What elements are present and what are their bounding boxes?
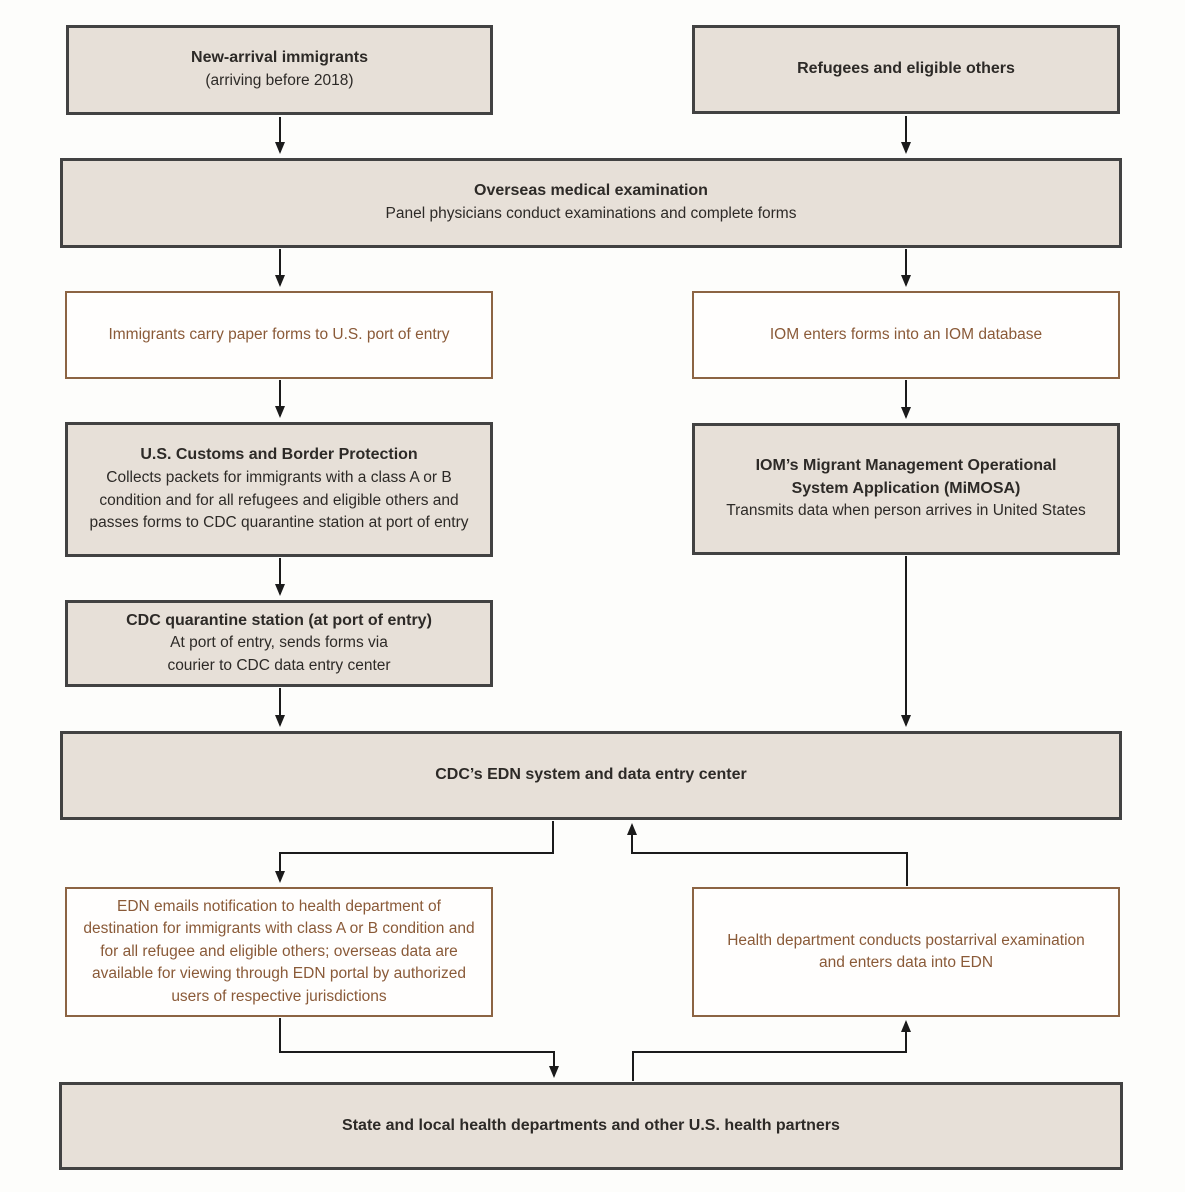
node-body: At port of entry, sends forms via courie… [167, 634, 391, 674]
node-title: Overseas medical examination [474, 182, 708, 200]
arrow-health-dept-to-edn [627, 823, 908, 886]
node-edn-emails-notification: EDN emails notification to health depart… [65, 887, 493, 1017]
node-iom-enters-forms: IOM enters forms into an IOM database [692, 291, 1120, 379]
node-body: Immigrants carry paper forms to U.S. por… [108, 325, 450, 343]
node-body: Health department conducts postarrival e… [727, 931, 1085, 971]
node-title: IOM’s Migrant Management Operational Sys… [755, 457, 1057, 497]
node-title: Refugees and eligible others [797, 60, 1015, 78]
node-state-local-health-departments: State and local health departments and o… [59, 1082, 1123, 1170]
node-mimosa: IOM’s Migrant Management Operational Sys… [692, 423, 1120, 555]
node-us-customs-border-protection: U.S. Customs and Border Protection Colle… [65, 422, 493, 557]
node-overseas-medical-examination: Overseas medical examination Panel physi… [60, 158, 1122, 248]
node-title: New-arrival immigrants [191, 49, 368, 67]
arrow-edn-emails-to-state-local [279, 1018, 559, 1078]
node-cdc-edn-system: CDC’s EDN system and data entry center [60, 731, 1122, 820]
node-body: IOM enters forms into an IOM database [769, 325, 1043, 343]
node-body: Collects packets for immigrants with a c… [89, 469, 469, 532]
node-title: State and local health departments and o… [342, 1116, 840, 1134]
node-body: Transmits data when person arrives in Un… [726, 502, 1086, 520]
node-title: CDC quarantine station (at port of entry… [126, 611, 432, 629]
node-refugees-eligible-others: Refugees and eligible others [692, 25, 1120, 114]
node-title: CDC’s EDN system and data entry center [435, 766, 747, 784]
node-subtitle: (arriving before 2018) [205, 72, 354, 90]
node-body: Panel physicians conduct examinations an… [385, 205, 797, 223]
node-new-arrival-immigrants: New-arrival immigrants (arriving before … [66, 25, 493, 115]
node-immigrants-carry-paper-forms: Immigrants carry paper forms to U.S. por… [65, 291, 493, 379]
node-body: EDN emails notification to health depart… [83, 897, 475, 1005]
node-title: U.S. Customs and Border Protection [140, 446, 418, 464]
arrow-edn-to-edn-emails [275, 821, 554, 883]
node-health-dept-postarrival-exam: Health department conducts postarrival e… [692, 887, 1120, 1017]
arrow-state-local-to-health-dept [632, 1020, 911, 1081]
node-cdc-quarantine-station: CDC quarantine station (at port of entry… [65, 600, 493, 687]
